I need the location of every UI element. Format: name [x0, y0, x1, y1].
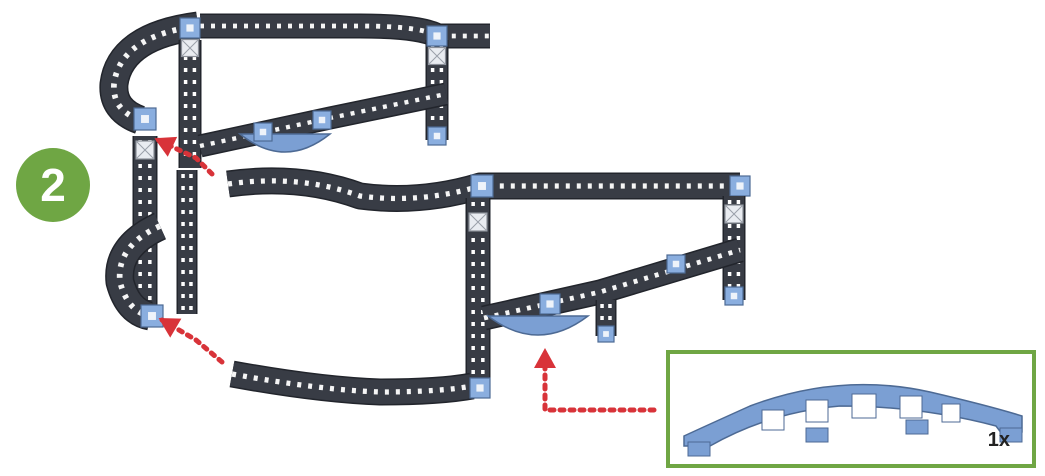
curved-arch-support-icon — [670, 354, 1032, 464]
arch-part-tab-2 — [806, 428, 828, 442]
upper-side-connector-1 — [254, 123, 272, 141]
arch-part-tab-1 — [688, 442, 710, 456]
upper-back-corner-connector-hole — [186, 24, 193, 31]
upper-side-connector-1-hole — [260, 129, 266, 135]
upper-right-corner-connector — [427, 26, 447, 46]
arch-insert-arrow — [534, 348, 654, 410]
lower-short-post-foot-hole — [603, 331, 609, 337]
rear-left-post — [183, 170, 191, 314]
arch-insert-arrow-head — [534, 348, 556, 368]
part-quantity: 1x — [988, 429, 1010, 452]
upper-back-post — [186, 40, 195, 168]
lower-arch-support-body — [488, 316, 588, 335]
upper-back-corner-connector — [180, 18, 200, 38]
upper-front-corner-connector — [134, 108, 156, 130]
front-left-post-connector — [136, 141, 154, 159]
upper-back-post-top-connector — [182, 40, 199, 57]
lower-side-connector-2 — [667, 255, 685, 273]
lower-left-corner-connector-hole — [148, 312, 156, 320]
center-post-connector — [469, 213, 487, 231]
lower-left-corner-connector — [141, 305, 163, 327]
arch-part-window-5 — [942, 404, 960, 422]
upper-right-corner-connector-hole — [433, 32, 440, 39]
arch-part-window-4 — [900, 396, 922, 418]
bottom-curved-beam-body — [232, 374, 472, 392]
upper-right-post-top-connector — [429, 48, 446, 65]
bottom-right-connector — [470, 378, 490, 398]
lower-short-post-foot — [598, 326, 614, 342]
arch-part-window-1 — [762, 410, 784, 430]
right-post-connector — [725, 205, 743, 223]
right-post-foot — [725, 287, 743, 305]
middle-end-connector — [730, 176, 750, 196]
lower-insert-arrow — [159, 318, 222, 362]
middle-junction-connector-hole — [478, 182, 486, 190]
upper-side-connector-2-hole — [319, 117, 325, 123]
middle-end-connector-hole — [736, 182, 743, 189]
bottom-curved-beam — [232, 374, 472, 392]
right-post-foot-hole — [731, 293, 737, 299]
upper-right-post-foot-hole — [434, 133, 440, 139]
lower-side-connector-2-hole — [673, 261, 679, 267]
step-number-badge: 2 — [16, 148, 90, 222]
upper-side-connector-2 — [313, 111, 331, 129]
bottom-right-connector-hole — [476, 384, 483, 391]
parts-needed-callout: 1x — [666, 350, 1036, 468]
step-number: 2 — [40, 158, 66, 212]
lower-arch-support — [488, 316, 588, 335]
upper-right-post-foot — [428, 127, 446, 145]
upper-front-corner-connector-hole — [141, 115, 149, 123]
arch-part-window-3 — [852, 394, 876, 418]
upper-insert-arrow-head — [154, 137, 177, 157]
lower-side-connector-hole — [546, 300, 553, 307]
arch-insert-arrow-line — [545, 352, 654, 410]
middle-junction-connector — [471, 175, 493, 197]
arch-part-tab-3 — [906, 420, 928, 434]
arch-part-window-2 — [806, 400, 828, 422]
lower-side-connector — [540, 294, 560, 314]
